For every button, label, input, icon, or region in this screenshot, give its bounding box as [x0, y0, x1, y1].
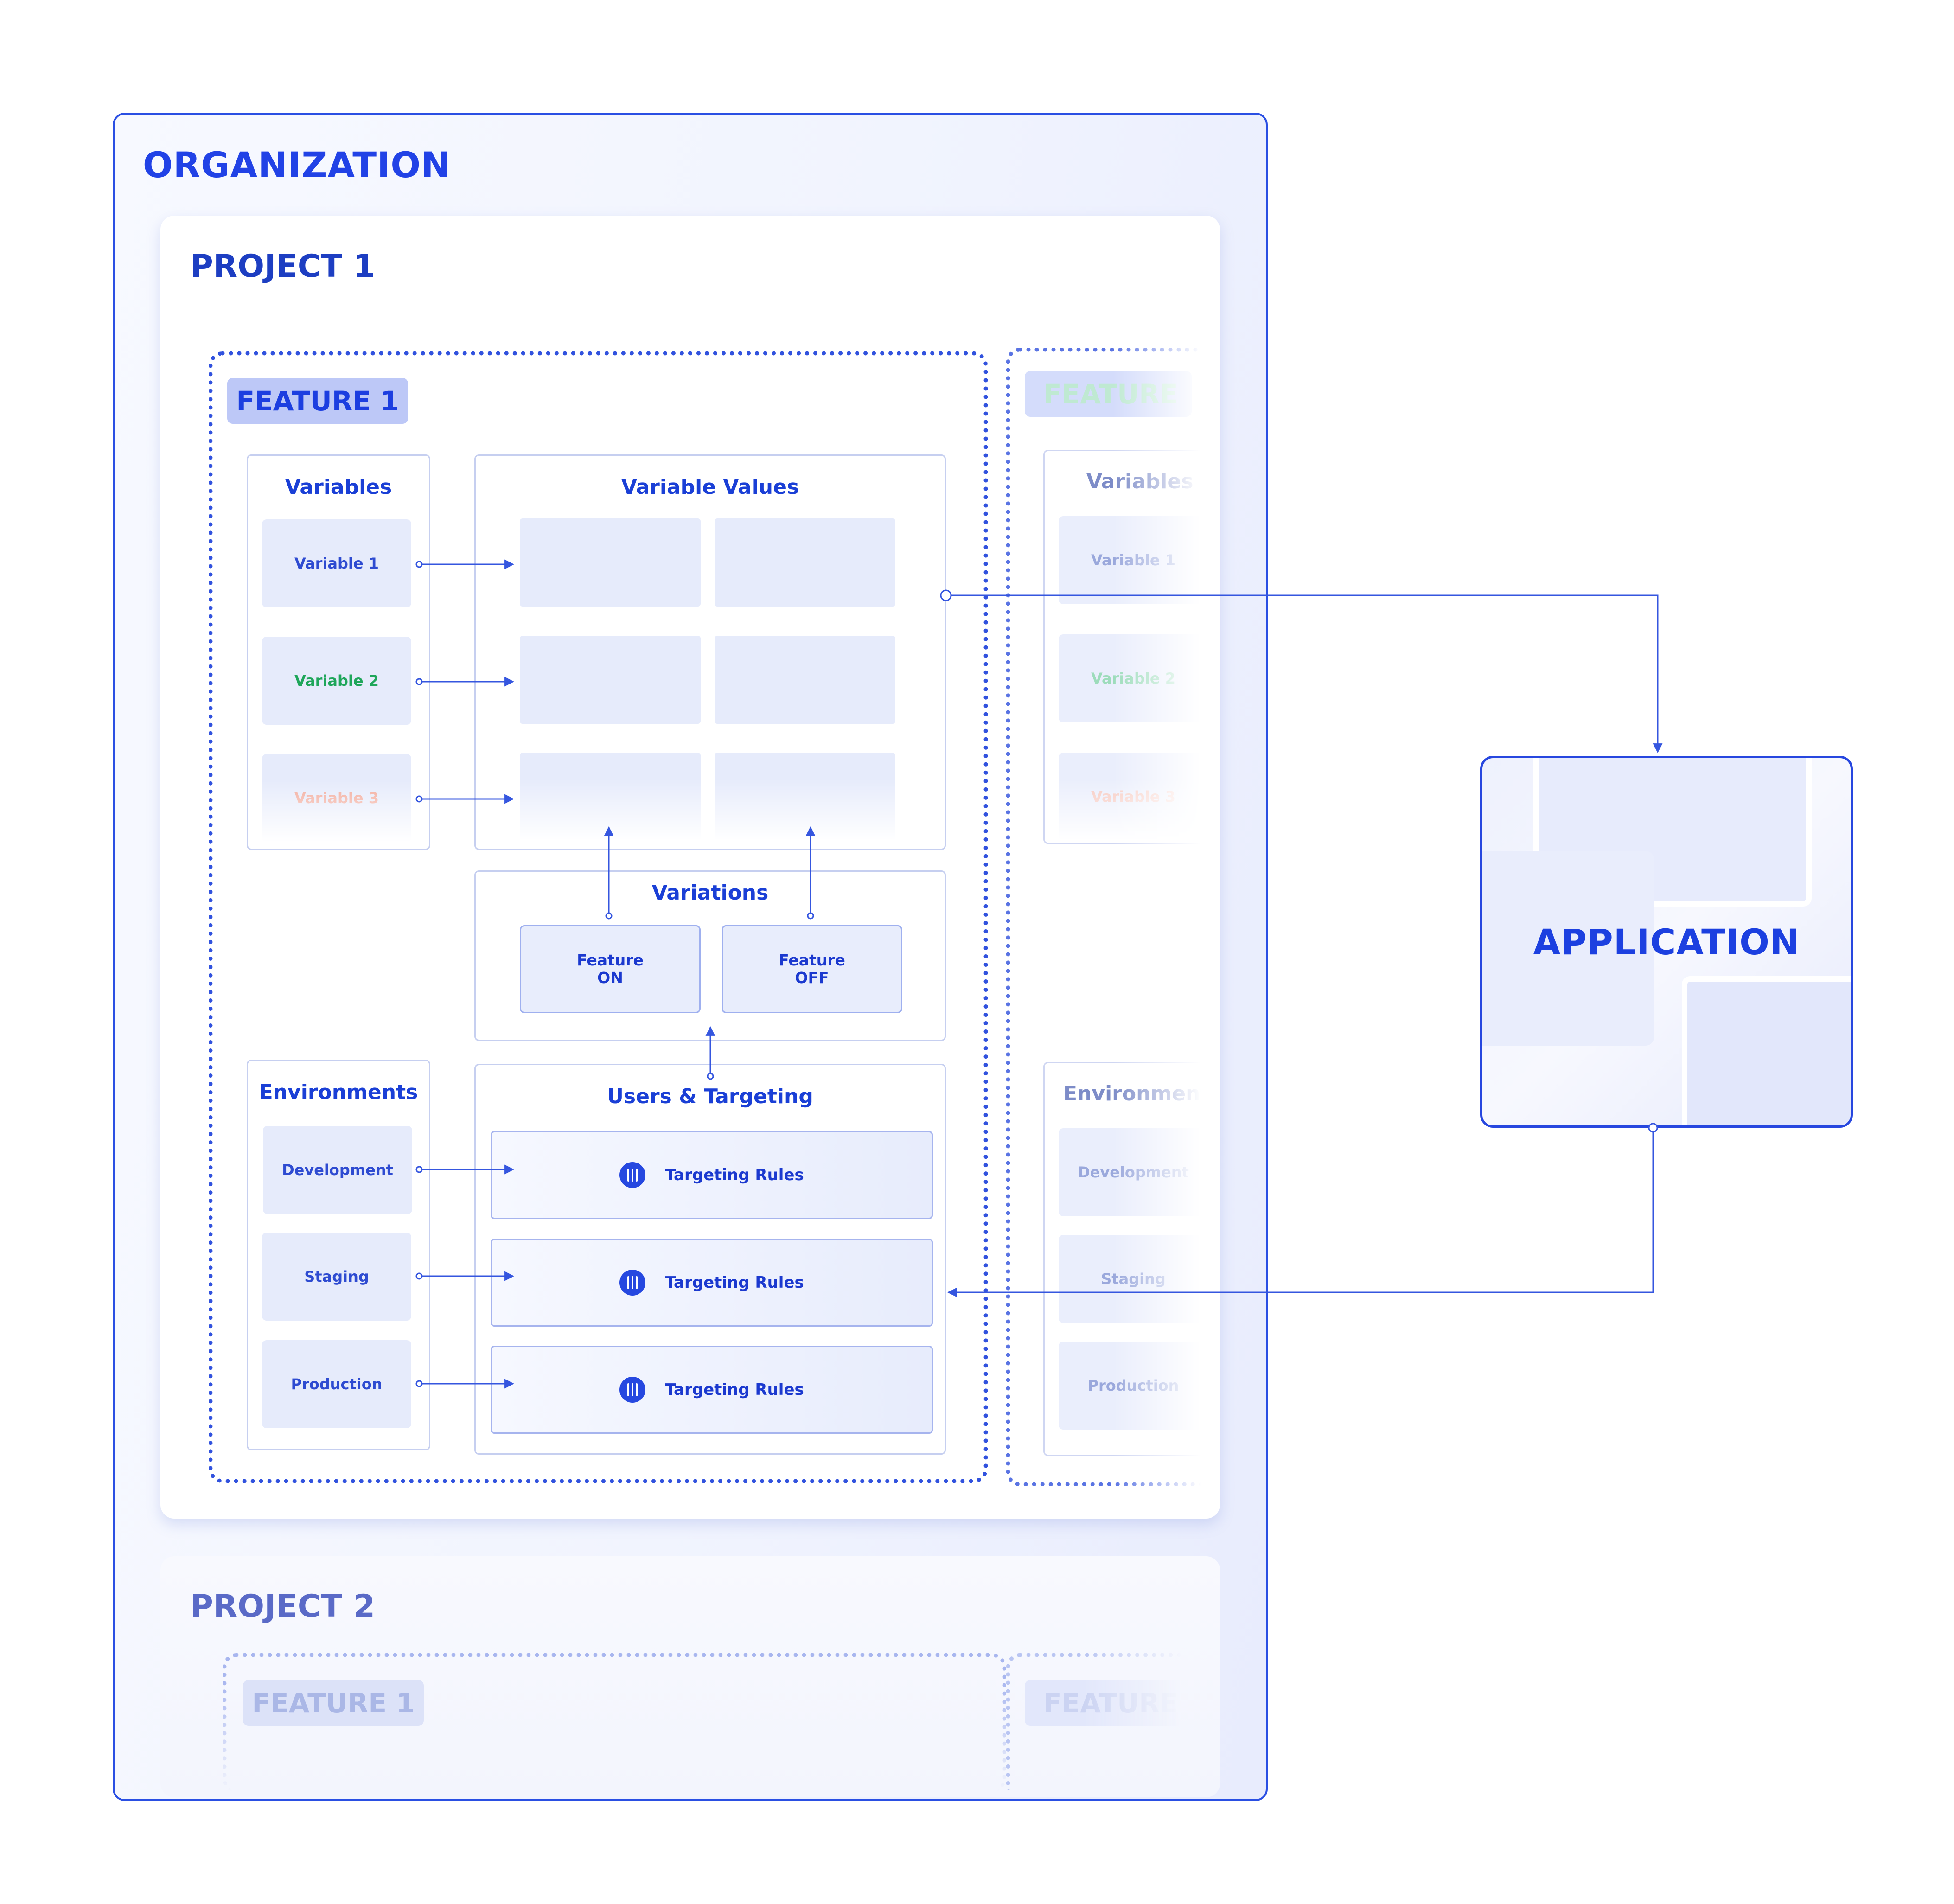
value-cell [715, 636, 895, 724]
ghost-environments-title: Environment [1063, 1082, 1201, 1105]
ghost-variables-panel: Variables Variable 1 Variable 2 Variable… [1043, 450, 1201, 844]
env-staging-tile[interactable]: Staging [262, 1233, 411, 1321]
environments-title: Environments [259, 1080, 418, 1104]
value-cell [715, 753, 895, 841]
ghost-env-production: Production [1059, 1342, 1201, 1430]
ghost-feature-badge: FEATURE [1025, 371, 1192, 417]
targeting-rule-development[interactable]: Targeting Rules [491, 1131, 933, 1219]
arrow-values-application [946, 594, 1663, 754]
targeting-rule-production[interactable]: Targeting Rules [491, 1346, 933, 1434]
project2-ghost-badge: FEATURE [1025, 1680, 1192, 1726]
ghost-variable-1: Variable 1 [1059, 516, 1201, 604]
application-title: APPLICATION [1533, 921, 1800, 963]
variable-values-panel: Variable Values [474, 454, 946, 850]
sliders-icon [619, 1377, 646, 1403]
ghost-variable-2: Variable 2 [1059, 634, 1201, 722]
ghost-env-staging: Staging [1059, 1235, 1201, 1323]
feature-on-button[interactable]: Feature ON [520, 925, 701, 1013]
value-cell [715, 518, 895, 607]
users-targeting-panel: Users & Targeting Targeting Rules Target… [474, 1064, 946, 1455]
users-targeting-title: Users & Targeting [607, 1085, 813, 1108]
ghost-environments-panel: Environment Development Staging Producti… [1043, 1062, 1201, 1456]
feature-off-button[interactable]: Feature OFF [722, 925, 902, 1013]
targeting-rule-label: Targeting Rules [665, 1273, 804, 1292]
feature1-badge: FEATURE 1 [227, 378, 408, 424]
variable-2-tile[interactable]: Variable 2 [262, 637, 411, 725]
sliders-icon [619, 1162, 646, 1188]
ghost-variable-3: Variable 3 [1059, 753, 1201, 841]
project2-ghost-outline [1006, 1653, 1201, 1790]
env-development-tile[interactable]: Development [263, 1126, 412, 1214]
sliders-icon [619, 1270, 646, 1296]
environments-panel: Environments Development Staging Product… [247, 1060, 430, 1450]
value-cell [520, 753, 701, 841]
organization-title: ORGANIZATION [143, 144, 451, 185]
ghost-feature: FEATURE Variables Variable 1 Variable 2 … [1006, 345, 1201, 1489]
value-cell [520, 518, 701, 607]
env-production-tile[interactable]: Production [262, 1340, 411, 1428]
variables-panel: Variables Variable 1 Variable 2 Variable… [247, 454, 430, 850]
project2-container [160, 1556, 1220, 1797]
variable-3-tile[interactable]: Variable 3 [262, 754, 411, 842]
variations-title: Variations [651, 881, 769, 905]
project2-title: PROJECT 2 [190, 1588, 376, 1625]
app-decor-shape [1482, 851, 1654, 1046]
targeting-rule-label: Targeting Rules [665, 1380, 804, 1399]
project2-ghost-feature: FEATURE [1006, 1651, 1201, 1790]
feature1-outline [209, 351, 988, 1483]
project1-title: PROJECT 1 [190, 248, 376, 285]
variable-values-title: Variable Values [621, 475, 799, 499]
arrow-application-targeting [947, 1128, 1654, 1297]
targeting-rule-staging[interactable]: Targeting Rules [491, 1239, 933, 1327]
ghost-feature-outline [1006, 348, 1201, 1486]
value-cell [520, 636, 701, 724]
ghost-variables-title: Variables [1086, 470, 1194, 493]
app-decor-shape [1682, 976, 1851, 1125]
variable-1-tile[interactable]: Variable 1 [262, 519, 411, 607]
application-box: APPLICATION [1480, 756, 1853, 1128]
project2-feature-badge: FEATURE 1 [243, 1680, 424, 1726]
ghost-env-development: Development [1059, 1128, 1201, 1216]
project2-feature-outline [223, 1653, 1006, 1792]
variables-title: Variables [285, 475, 392, 499]
targeting-rule-label: Targeting Rules [665, 1166, 804, 1184]
variations-panel: Variations Feature ON Feature OFF [474, 870, 946, 1041]
